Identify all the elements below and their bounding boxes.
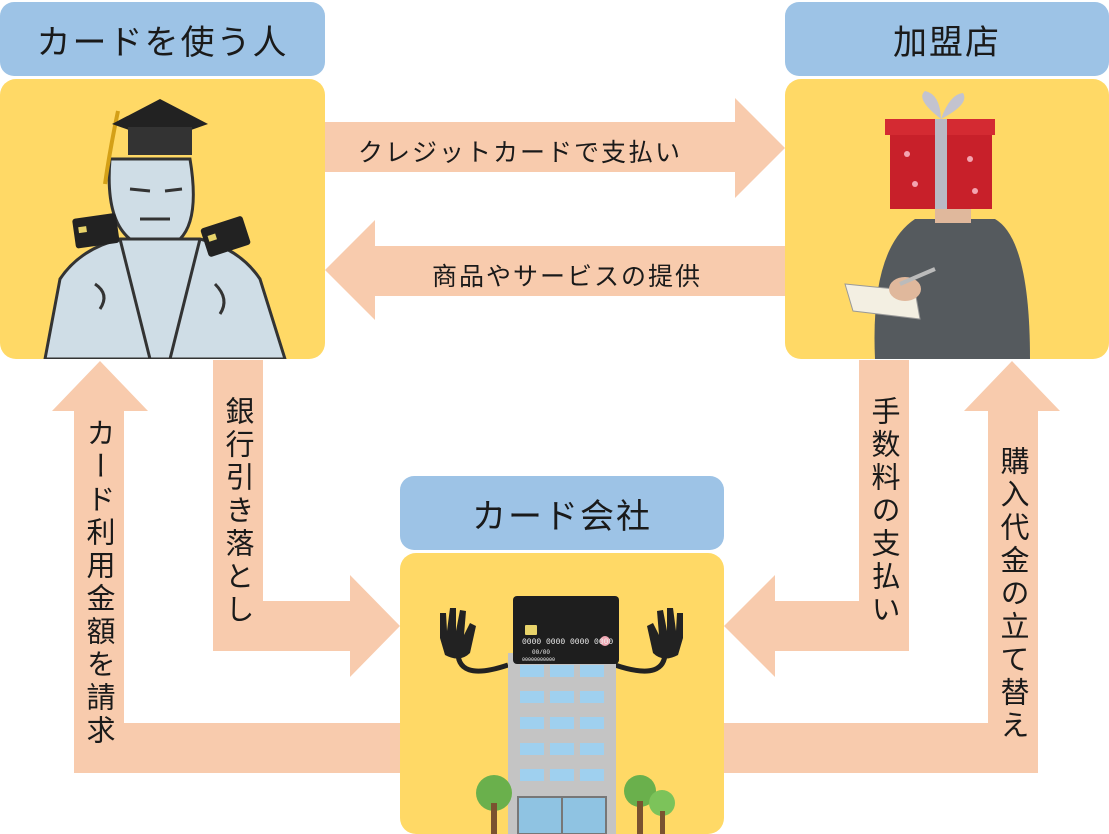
merchant-label: 加盟店 (785, 2, 1109, 76)
credit-card-icon: 0000 0000 0000 0000 00/00 00000000000 (513, 596, 619, 664)
samurai-illustration (43, 99, 287, 359)
user-box (0, 79, 325, 359)
bank-debit-arrow (213, 360, 400, 677)
user-label: カードを使う人 (0, 2, 325, 76)
card-company-box: 0000 0000 0000 0000 00/00 00000000000 (400, 553, 724, 834)
goods-arrow-label: 商品やサービスの提供 (432, 262, 703, 291)
billing-arrow (52, 361, 400, 773)
card-company-building-illustration: 0000 0000 0000 0000 00/00 00000000000 (440, 596, 683, 834)
shop-clerk-illustration (844, 91, 1030, 359)
credit-card-icon (72, 213, 120, 249)
card-expiry: 00/00 (532, 649, 550, 656)
payment-arrow (325, 98, 785, 198)
payment-arrow-label: クレジットカードで支払い (358, 138, 683, 167)
goods-arrow (325, 220, 785, 320)
card-number: 0000 0000 0000 0000 (522, 638, 613, 647)
advance-arrow-label: 購入代金の立て替え (996, 446, 1030, 743)
gift-box-icon (885, 91, 995, 209)
credit-card-icon (200, 216, 251, 257)
fee-arrow-label: 手数料の支払い (867, 396, 901, 627)
merchant-box (785, 79, 1109, 359)
bank-debit-arrow-label: 銀行引き落とし (221, 396, 255, 627)
fee-arrow (724, 360, 909, 677)
billing-arrow-label: カード利用金額を請求 (82, 418, 116, 748)
card-holder: 00000000000 (522, 657, 555, 663)
card-company-label: カード会社 (400, 476, 724, 550)
advance-arrow (724, 361, 1060, 773)
